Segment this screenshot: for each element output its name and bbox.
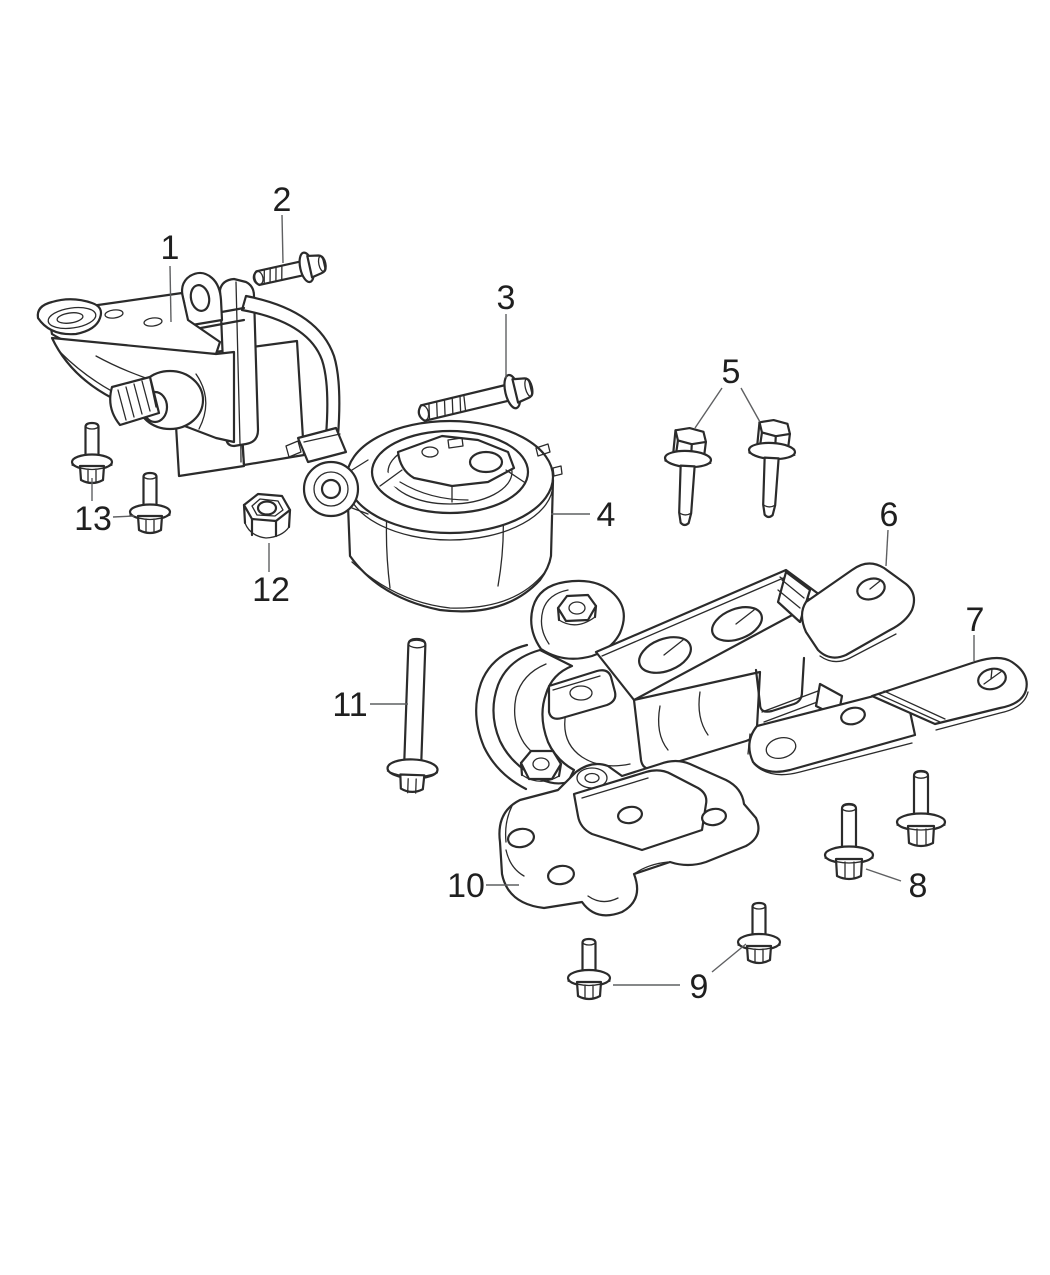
callout-2: 2 — [273, 181, 292, 219]
part-11-stud-bolt — [386, 637, 439, 794]
part-9-bolt-a — [566, 937, 612, 1001]
callout-12: 12 — [252, 571, 290, 609]
leader-2 — [281, 214, 284, 264]
callout-13: 13 — [74, 500, 112, 538]
central-support-assembly — [475, 568, 844, 812]
callout-11: 11 — [332, 686, 367, 724]
part-2-bolt — [252, 251, 327, 287]
callout-8: 8 — [909, 867, 928, 905]
part-8-bolt-a — [823, 802, 875, 881]
part-3-bolt — [417, 373, 534, 422]
part-9-bolt-b — [736, 901, 782, 965]
part-5-bolt-a — [663, 426, 713, 527]
leader-1 — [169, 265, 172, 323]
leader-13b — [112, 515, 135, 518]
callout-9: 9 — [690, 968, 709, 1006]
callout-3: 3 — [497, 279, 516, 317]
callout-6: 6 — [880, 496, 899, 534]
part-7-link-strap — [747, 656, 1029, 776]
part-8-bolt-b — [895, 769, 947, 848]
callout-7: 7 — [966, 601, 985, 639]
part-4-insulator-mount — [285, 419, 563, 613]
leader-8 — [865, 868, 902, 882]
callout-5: 5 — [722, 353, 741, 391]
leader-6 — [885, 529, 889, 567]
part-12-flange-nut — [242, 492, 292, 539]
callout-1: 1 — [161, 229, 180, 267]
leader-9b — [711, 943, 747, 973]
leader-5b — [740, 387, 761, 423]
callout-4: 4 — [597, 496, 616, 534]
part-6-link-strap — [776, 562, 916, 663]
leader-5a — [694, 387, 723, 429]
part-13-bolt-a — [70, 421, 114, 485]
part-10-support-bracket — [498, 759, 760, 917]
part-1-engine-mount-bracket — [36, 271, 341, 478]
callout-10: 10 — [447, 867, 485, 905]
part-13-bolt-b — [128, 471, 172, 535]
part-5-bolt-b — [747, 418, 797, 519]
